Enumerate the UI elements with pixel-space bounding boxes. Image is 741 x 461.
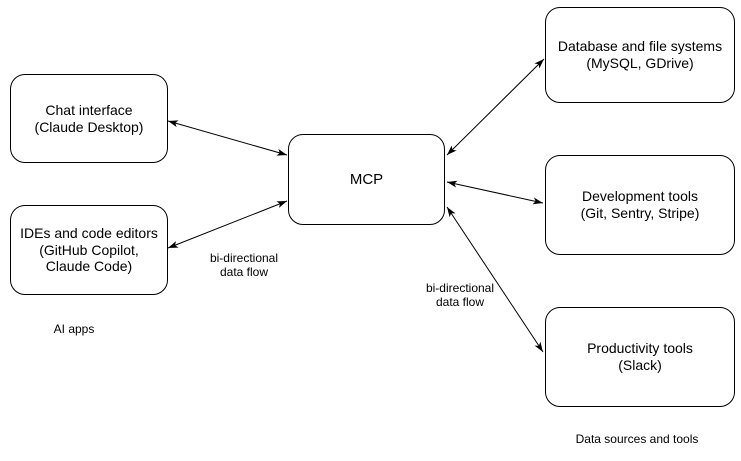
node-chat-interface-label: Chat interface (Claude Desktop) [34, 101, 144, 135]
arrow-ides-mcp [167, 200, 288, 249]
arrow-mcp-database [446, 58, 545, 156]
node-ides-code-editors-label: IDEs and code editors (GitHub Copilot, C… [20, 224, 158, 275]
node-database-file-systems: Database and file systems (MySQL, GDrive… [545, 7, 735, 103]
node-chat-interface: Chat interface (Claude Desktop) [10, 74, 168, 163]
node-development-tools-label: Development tools (Git, Sentry, Stripe) [580, 188, 700, 221]
arrow-mcp-devtools [446, 180, 544, 205]
arrow-mcp-productivity [446, 206, 544, 353]
node-development-tools: Development tools (Git, Sentry, Stripe) [545, 155, 735, 255]
node-mcp-label: MCP [349, 170, 384, 188]
group-label-data-sources-tools: Data sources and tools [575, 432, 699, 446]
node-productivity-tools: Productivity tools (Slack) [545, 307, 735, 407]
edge-label-bidirectional-right: bi-directional data flow [425, 281, 495, 310]
node-ides-code-editors: IDEs and code editors (GitHub Copilot, C… [10, 205, 168, 295]
group-label-ai-apps: AI apps [53, 322, 95, 336]
node-productivity-tools-label: Productivity tools (Slack) [587, 340, 693, 373]
edge-label-bidirectional-left: bi-directional data flow [209, 251, 279, 280]
node-database-file-systems-label: Database and file systems (MySQL, GDrive… [557, 38, 723, 71]
node-mcp: MCP [288, 134, 445, 225]
arrow-chat-mcp [167, 120, 288, 156]
